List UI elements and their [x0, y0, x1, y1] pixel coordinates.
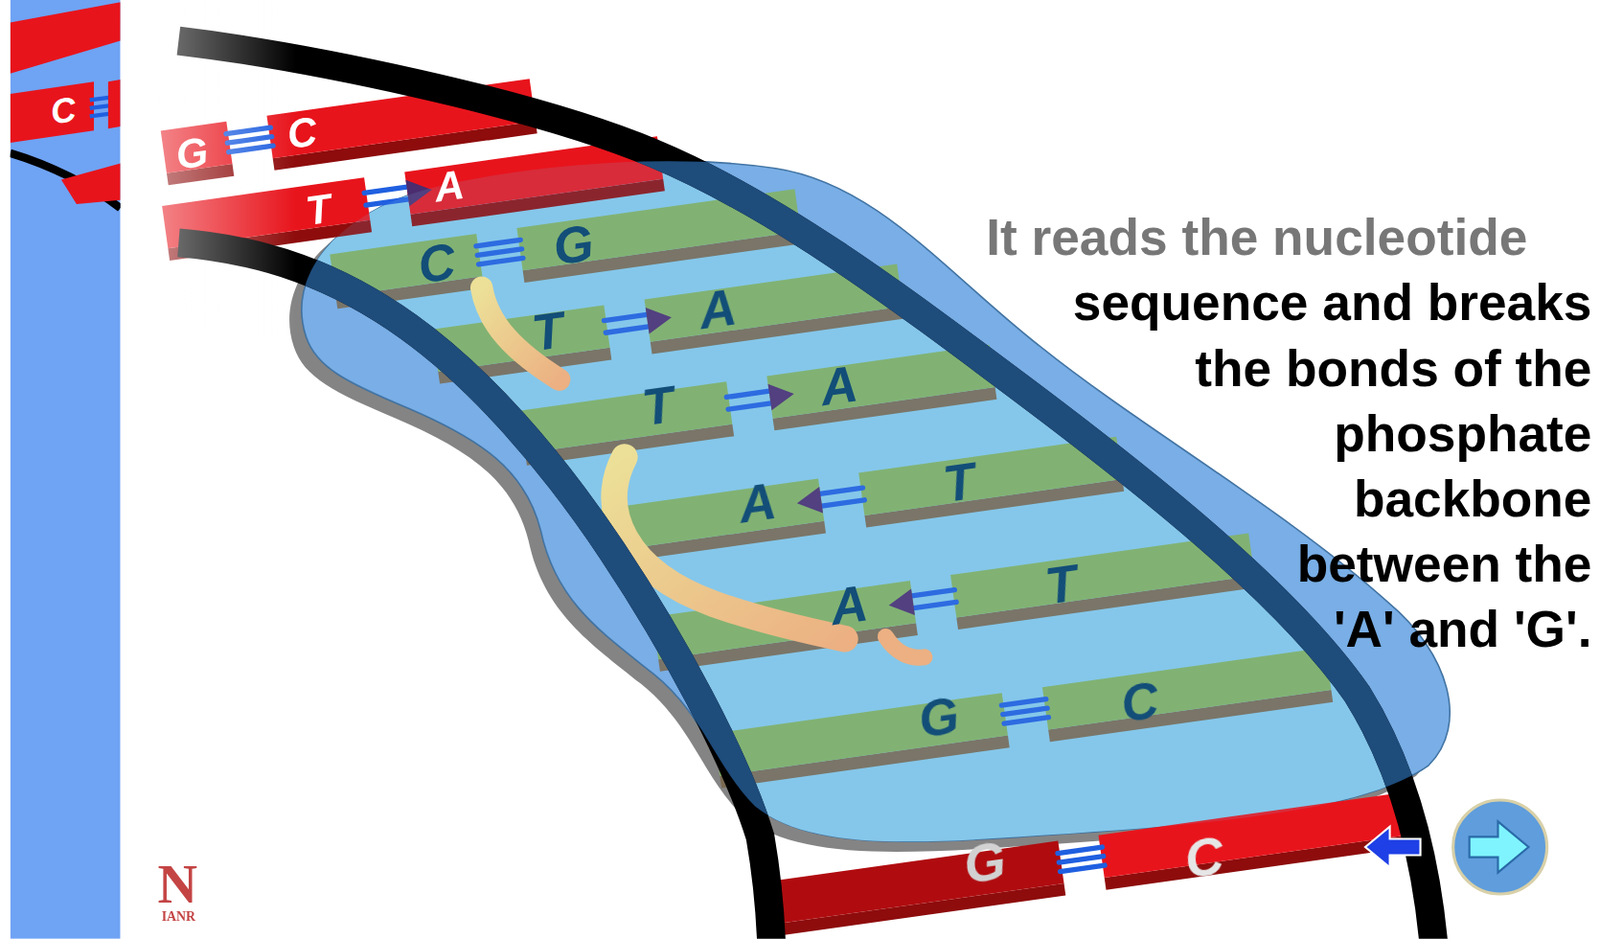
base-pair [764, 841, 1064, 925]
base-letter: A [735, 475, 779, 531]
previous-slide-strip [10, 0, 121, 939]
base-letter: T [528, 304, 568, 360]
previous-slide-strip [108, 79, 121, 129]
previous-slide-strip [10, 153, 121, 209]
base-pair [1057, 846, 1102, 854]
base-letter: G [960, 833, 1009, 892]
base-letter: A [695, 281, 739, 338]
logo-letter: N [158, 856, 199, 913]
next-button [1469, 821, 1530, 872]
next-button [1453, 800, 1548, 894]
base-letter: T [939, 455, 979, 510]
base-pair [1058, 856, 1103, 864]
base-letter: A [826, 577, 870, 634]
next-button [1453, 800, 1548, 894]
previous-slide-strip [10, 81, 94, 143]
previous-slide-strip [10, 0, 121, 939]
base-letter: T [639, 378, 678, 434]
caption-block: sequence and breaks the bonds of the pho… [959, 270, 1592, 663]
base-letter: A [431, 163, 466, 208]
back-button [1365, 826, 1421, 869]
enzyme [178, 41, 1450, 939]
fade-overlay [153, 0, 297, 337]
logo-text: IANR [161, 909, 196, 923]
previous-slide-strip [61, 162, 121, 205]
back-button [1365, 826, 1421, 869]
base-letter: T [302, 186, 334, 231]
base-letter: T [1042, 557, 1081, 613]
base-letter: C [1181, 827, 1227, 886]
base-letter: G [915, 688, 962, 746]
base-letter: A [817, 358, 861, 414]
base-letter: G [549, 216, 596, 274]
base-letter: C [1118, 674, 1162, 731]
base-letter: C [48, 91, 79, 130]
base-letter: C [284, 110, 320, 155]
previous-slide-strip [10, 1, 121, 74]
caption-text: sequence and breaks the bonds of the pho… [1073, 274, 1593, 658]
base-letter: C [414, 235, 458, 292]
base-pair [1060, 865, 1105, 872]
caption-text: It reads the nucleotide [985, 205, 1528, 271]
base-letter: G [173, 130, 211, 176]
base-pair [364, 186, 409, 194]
